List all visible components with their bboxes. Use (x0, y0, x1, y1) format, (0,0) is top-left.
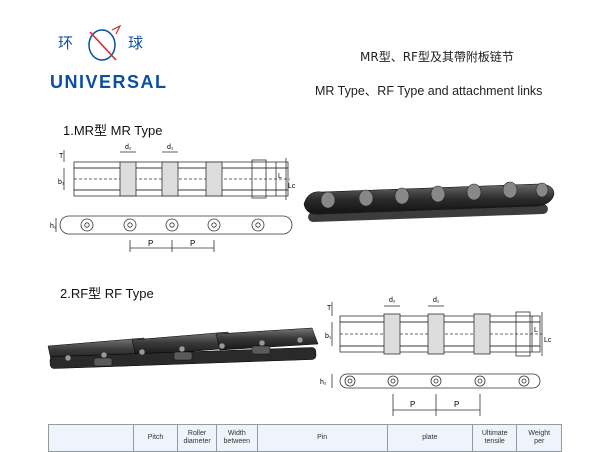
mr-drawing: d₂ d₁ T b₁ L Lc h₂ P P (50, 144, 296, 252)
title-cn: MR型、RF型及其帶附板链节 (360, 50, 514, 64)
mr-dim-l: L (278, 173, 282, 180)
logo-cn-right: 球 (128, 34, 146, 52)
mr-dim-t: T (59, 153, 64, 160)
rf-dim-t: T (327, 305, 332, 312)
rf-drawing: d₂ d₁ T b₁ L Lc h₂ P P (320, 297, 552, 416)
mr-dim-d1: d₁ (167, 144, 174, 151)
table-header-weight: Weight per (516, 424, 562, 452)
rf-dim-p2: P (454, 400, 459, 409)
rf-dim-l: L (534, 327, 538, 334)
spec-table: Pitch Roller diameter Width between Pin … (48, 424, 562, 452)
rf-dim-lc: Lc (544, 337, 552, 344)
mr-chain-photo (303, 181, 555, 223)
mr-dim-p1: P (148, 239, 153, 248)
section-rf-heading: 2.RF型 RF Type (60, 286, 154, 301)
logo-globe-icon (88, 24, 122, 61)
table-header-pitch: Pitch (132, 424, 179, 452)
rf-dim-p1: P (410, 400, 415, 409)
mr-dim-d2: d₂ (125, 144, 132, 151)
section-mr-heading: 1.MR型 MR Type (63, 123, 163, 138)
mr-dim-b1: b₁ (58, 179, 65, 186)
rf-dim-h2: h₂ (320, 379, 327, 386)
title-en: MR Type、RF Type and attachment links (315, 84, 543, 98)
table-header-row: Pitch Roller diameter Width between Pin … (48, 424, 562, 452)
table-header-tensile: Ultimate tensile (471, 424, 518, 452)
mr-dim-h2: h₂ (50, 223, 57, 230)
rf-chain-photo (47, 327, 319, 369)
table-header-pin: Pin (256, 424, 388, 452)
table-header-cell (48, 424, 134, 452)
logo-text: UNIVERSAL (50, 72, 168, 92)
rf-dim-b1: b₁ (325, 333, 332, 340)
logo-cn: 环 球 (58, 32, 143, 53)
table-header-width: Width between (215, 424, 258, 452)
rf-dim-d2: d₂ (389, 297, 396, 304)
table-header-plate: plate (386, 424, 473, 452)
table-header-roller: Roller diameter (177, 424, 217, 452)
logo-cn-left: 环 (58, 34, 76, 52)
rf-dim-d1: d₁ (433, 297, 440, 304)
mr-dim-p2: P (190, 239, 195, 248)
mr-dim-lc: Lc (288, 183, 296, 190)
